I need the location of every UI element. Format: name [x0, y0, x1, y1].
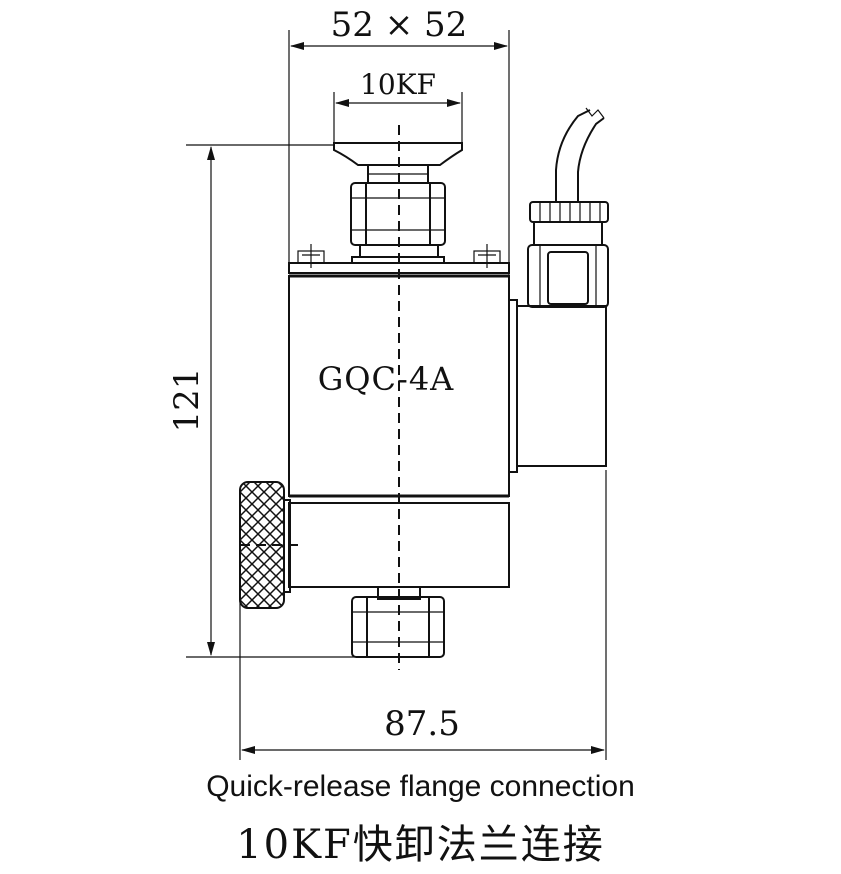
- caption-chinese: 10KF快卸法兰连接: [236, 822, 605, 868]
- screw-left: [297, 244, 325, 268]
- coil-housing: [508, 299, 607, 473]
- main-body: GQC-4A: [288, 275, 510, 588]
- dimension-flange: 10KF: [333, 68, 463, 145]
- knurled-knob: [239, 481, 300, 609]
- bottom-hex-nut: [351, 586, 445, 658]
- dimension-height: 121: [167, 144, 355, 658]
- connector: [527, 201, 609, 308]
- dim-flange-label: 10KF: [360, 68, 436, 101]
- screw-right: [473, 244, 501, 268]
- cable: [555, 107, 605, 202]
- model-label: GQC-4A: [318, 360, 455, 398]
- dimension-total-width: 87.5: [239, 470, 607, 760]
- dimension-top-width: 52 × 52: [288, 5, 510, 300]
- dim-top-width-label: 52 × 52: [331, 5, 468, 45]
- dim-total-width-label: 87.5: [384, 704, 460, 744]
- dim-height-label: 121: [167, 368, 207, 433]
- caption-english: Quick-release flange connection: [206, 770, 635, 803]
